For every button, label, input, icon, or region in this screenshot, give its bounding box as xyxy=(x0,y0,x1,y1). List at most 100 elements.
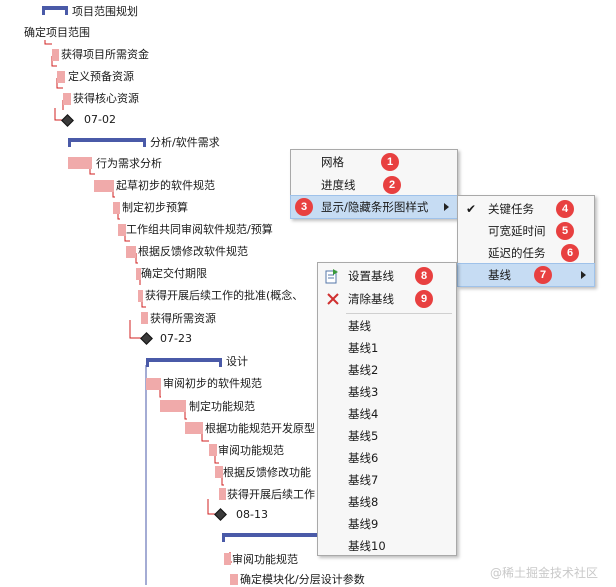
menu-item-baseline-option[interactable]: 基线9 xyxy=(318,513,456,535)
task-label: 确定交付期限 xyxy=(141,267,207,281)
menu-item-label: 基线1 xyxy=(348,341,379,355)
task-bar[interactable] xyxy=(57,71,65,83)
menu-item-baseline-option[interactable]: 基线8 xyxy=(318,491,456,513)
menu-item-critical-tasks[interactable]: ✔ 关键任务 4 xyxy=(458,198,594,220)
milestone-label: 08-13 xyxy=(236,508,268,522)
task-bar[interactable] xyxy=(94,180,114,192)
menu-item-set-baseline[interactable]: 设置基线 8 xyxy=(318,265,456,287)
task-label: 根据功能规范开发原型 xyxy=(205,422,315,436)
menu-item-label: 显示/隐藏条形图样式 xyxy=(321,200,429,214)
menu-item-slack[interactable]: 可宽延时间 5 xyxy=(458,220,594,242)
task-bar[interactable] xyxy=(126,246,136,258)
menu-item-baseline-option[interactable]: 基线3 xyxy=(318,381,456,403)
menu-item-bar-styles[interactable]: 3 显示/隐藏条形图样式 xyxy=(290,195,458,219)
step-badge: 8 xyxy=(415,267,433,285)
menu-item-grid[interactable]: 网格 1 xyxy=(291,151,457,173)
menu-item-label: 关键任务 xyxy=(488,202,534,216)
task-label: 审阅初步的软件规范 xyxy=(163,377,262,391)
menu-item-label: 基线10 xyxy=(348,539,386,553)
summary-bar[interactable] xyxy=(42,6,68,15)
task-label: 获得所需资源 xyxy=(150,312,216,326)
step-badge: 3 xyxy=(295,198,313,216)
task-bar[interactable] xyxy=(113,202,120,214)
context-menu: 网格 1 进度线 2 3 显示/隐藏条形图样式 xyxy=(290,149,458,219)
task-label: 审阅功能规范 xyxy=(218,444,284,458)
step-badge: 5 xyxy=(556,222,574,240)
task-label: 确定模块化/分层设计参数 xyxy=(240,573,365,587)
task-bar[interactable] xyxy=(118,224,126,236)
menu-item-baseline-option[interactable]: 基线5 xyxy=(318,425,456,447)
menu-item-progress-line[interactable]: 进度线 2 xyxy=(291,174,457,196)
menu-item-baseline-option[interactable]: 基线4 xyxy=(318,403,456,425)
menu-item-baseline[interactable]: 基线 7 xyxy=(457,263,595,287)
menu-item-label: 网格 xyxy=(321,155,344,169)
task-bar[interactable] xyxy=(68,157,92,169)
task-label: 获得开展后续工作 xyxy=(227,488,315,502)
menu-item-baseline-option[interactable]: 基线6 xyxy=(318,447,456,469)
task-label: 定义预备资源 xyxy=(68,70,134,84)
checkmark-icon: ✔ xyxy=(466,202,477,216)
task-label: 根据反馈修改软件规范 xyxy=(138,245,248,259)
menu-item-label: 进度线 xyxy=(321,178,356,192)
menu-item-baseline-option[interactable]: 基线1 xyxy=(318,337,456,359)
bar-styles-submenu: ✔ 关键任务 4 可宽延时间 5 延迟的任务 6 基线 7 xyxy=(457,195,595,287)
menu-item-label: 基线3 xyxy=(348,385,379,399)
summary-bar[interactable] xyxy=(68,138,146,147)
menu-item-baseline-option[interactable]: 基线 xyxy=(318,315,456,337)
menu-item-label: 基线7 xyxy=(348,473,379,487)
menu-item-label: 基线 xyxy=(488,268,511,282)
task-bar[interactable] xyxy=(230,574,238,585)
task-label: 获得核心资源 xyxy=(73,92,139,106)
milestone-label: 07-02 xyxy=(84,113,116,127)
menu-item-label: 基线 xyxy=(348,319,371,333)
task-bar[interactable] xyxy=(219,488,226,500)
task-bar[interactable] xyxy=(215,466,223,478)
task-bar[interactable] xyxy=(146,378,161,390)
task-label: 获得开展后续工作的批准(概念、 xyxy=(145,289,304,303)
step-badge: 6 xyxy=(561,244,579,262)
task-label: 工作组共同审阅软件规范/预算 xyxy=(126,223,273,237)
menu-item-label: 设置基线 xyxy=(348,269,394,283)
menu-item-label: 基线2 xyxy=(348,363,379,377)
task-bar[interactable] xyxy=(63,93,71,105)
task-bar[interactable] xyxy=(185,422,203,434)
menu-item-label: 延迟的任务 xyxy=(488,246,546,260)
task-label: 确定项目范围 xyxy=(24,26,90,40)
menu-item-label: 可宽延时间 xyxy=(488,224,546,238)
task-label: 制定功能规范 xyxy=(189,400,255,414)
task-label: 起草初步的软件规范 xyxy=(116,179,215,193)
step-badge: 7 xyxy=(534,266,552,284)
menu-item-baseline-option[interactable]: 基线7 xyxy=(318,469,456,491)
summary-label: 设计 xyxy=(226,355,248,369)
step-badge: 4 xyxy=(556,200,574,218)
task-bar[interactable] xyxy=(136,268,141,280)
milestone-label: 07-23 xyxy=(160,332,192,346)
task-bar[interactable] xyxy=(224,553,231,565)
summary-bar[interactable] xyxy=(146,358,222,367)
menu-item-label: 基线9 xyxy=(348,517,379,531)
task-bar[interactable] xyxy=(138,290,143,302)
menu-item-late-tasks[interactable]: 延迟的任务 6 xyxy=(458,242,594,264)
submenu-arrow-icon xyxy=(444,203,449,211)
task-bar[interactable] xyxy=(209,444,217,456)
menu-item-baseline-option[interactable]: 基线2 xyxy=(318,359,456,381)
watermark: @稀土掘金技术社区 xyxy=(489,566,598,580)
step-badge: 9 xyxy=(415,290,433,308)
set-baseline-icon xyxy=(325,269,338,284)
task-label: 审阅功能规范 xyxy=(232,553,298,567)
summary-label: 项目范围规划 xyxy=(72,5,138,19)
menu-item-clear-baseline[interactable]: 清除基线 9 xyxy=(318,288,456,310)
task-bar[interactable] xyxy=(52,49,59,61)
task-label: 获得项目所需资金 xyxy=(61,48,149,62)
task-label: 行为需求分析 xyxy=(96,157,162,171)
menu-item-baseline-option[interactable]: 基线10 xyxy=(318,535,456,557)
task-label: 根据反馈修改功能 xyxy=(223,466,311,480)
task-bar[interactable] xyxy=(160,400,186,412)
menu-item-label: 基线4 xyxy=(348,407,379,421)
summary-bar[interactable] xyxy=(222,533,322,542)
step-badge: 1 xyxy=(381,153,399,171)
submenu-arrow-icon xyxy=(581,271,586,279)
task-bar[interactable] xyxy=(141,312,148,324)
